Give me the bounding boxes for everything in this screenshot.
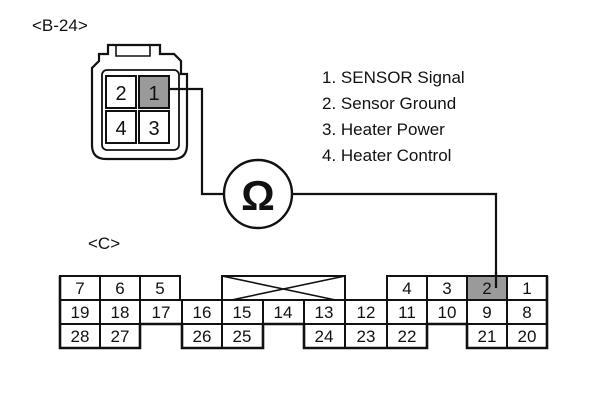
c-pin-27: 27 bbox=[111, 327, 130, 346]
connector-c-row-1-labels: 7 6 5 4 3 2 1 bbox=[75, 279, 531, 298]
c-pin-5: 5 bbox=[155, 279, 164, 298]
connector-b24 bbox=[90, 43, 189, 161]
connector-b24-pins: 2 1 4 3 bbox=[105, 75, 170, 144]
pin-legend: 1. SENSOR Signal 2. Sensor Ground 3. Hea… bbox=[322, 68, 465, 165]
c-pin-10: 10 bbox=[438, 303, 457, 322]
c-pin-8: 8 bbox=[522, 303, 531, 322]
c-pin-4: 4 bbox=[402, 279, 411, 298]
c-pin-20: 20 bbox=[518, 327, 537, 346]
b24-pin-1: 1 bbox=[148, 83, 159, 105]
c-pin-23: 23 bbox=[357, 327, 376, 346]
c-pin-15: 15 bbox=[233, 303, 252, 322]
c-pin-26: 26 bbox=[193, 327, 212, 346]
c-pin-2: 2 bbox=[482, 279, 491, 298]
c-pin-28: 28 bbox=[71, 327, 90, 346]
c-pin-4-cell bbox=[386, 275, 428, 301]
c-pin-19: 19 bbox=[71, 303, 90, 322]
c-pin-2-cell bbox=[466, 275, 508, 301]
c-pin-25: 25 bbox=[233, 327, 252, 346]
c-pin-22: 22 bbox=[398, 327, 417, 346]
b24-pin-4-cell bbox=[105, 110, 137, 144]
c-pin-12: 12 bbox=[357, 303, 376, 322]
b24-pin-3-cell bbox=[138, 110, 170, 144]
wire-meter-to-c bbox=[292, 192, 498, 285]
c-pin-14-cell bbox=[262, 299, 305, 325]
c-pin-6: 6 bbox=[115, 279, 124, 298]
connector-c-row-3 bbox=[59, 323, 548, 349]
connector-c-label: <C> bbox=[88, 234, 120, 253]
c-pin-21: 21 bbox=[478, 327, 497, 346]
c-pin-26-cell bbox=[181, 323, 223, 349]
c-pin-11-cell bbox=[386, 299, 428, 325]
c-pin-3-cell bbox=[426, 275, 468, 301]
test-lead-wires bbox=[168, 87, 498, 285]
wire-b24-to-meter bbox=[168, 87, 224, 196]
c-pin-9: 9 bbox=[482, 303, 491, 322]
c-pin-7: 7 bbox=[75, 279, 84, 298]
c-pin-13: 13 bbox=[315, 303, 334, 322]
c-pin-27-cell bbox=[99, 323, 141, 349]
connector-c: 7 6 5 4 3 2 1 19 18 17 16 15 14 13 12 11… bbox=[58, 275, 549, 350]
ohm-symbol-icon: Ω bbox=[241, 172, 275, 219]
legend-item-1: 1. SENSOR Signal bbox=[322, 68, 465, 87]
legend-item-2: 2. Sensor Ground bbox=[322, 94, 456, 113]
ohmmeter-circle bbox=[222, 158, 294, 230]
c-pin-14: 14 bbox=[274, 303, 293, 322]
c-pin-18: 18 bbox=[111, 303, 130, 322]
b24-pin-3: 3 bbox=[148, 118, 159, 140]
c-pin-11: 11 bbox=[398, 303, 416, 322]
c-pin-9-cell bbox=[466, 299, 508, 325]
c-pin-1: 1 bbox=[522, 279, 531, 298]
legend-item-3: 3. Heater Power bbox=[322, 120, 445, 139]
c-pin-17: 17 bbox=[152, 303, 171, 322]
connector-b24-label: <B-24> bbox=[32, 16, 88, 35]
c-pin-24: 24 bbox=[315, 327, 334, 346]
c-pin-16: 16 bbox=[193, 303, 212, 322]
connector-c-row-3-labels: 28 27 26 25 24 23 22 21 20 bbox=[71, 327, 537, 346]
legend-item-4: 4. Heater Control bbox=[322, 146, 451, 165]
b24-pin-2-cell bbox=[105, 75, 137, 109]
c-pin-3: 3 bbox=[442, 279, 451, 298]
connector-c-outline bbox=[58, 276, 549, 350]
b24-pin-1-cell bbox=[138, 75, 170, 109]
b24-pin-2: 2 bbox=[115, 83, 126, 105]
connector-c-row-2 bbox=[59, 299, 548, 325]
ohmmeter: Ω bbox=[222, 158, 294, 230]
cross-line-2 bbox=[221, 275, 346, 303]
connector-c-row-2-labels: 19 18 17 16 15 14 13 12 11 10 9 8 bbox=[71, 303, 532, 322]
b24-pin-4: 4 bbox=[115, 118, 126, 140]
